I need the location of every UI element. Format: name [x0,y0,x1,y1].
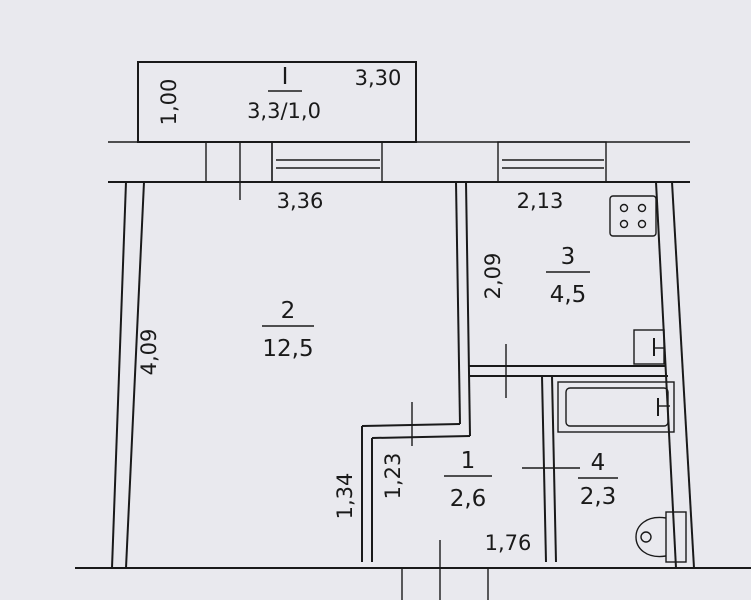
left-wall-outer [111,181,127,569]
living-hall-wall-a [361,423,461,427]
hall-number: 1 [461,448,476,474]
balcony-number: I [282,64,289,90]
hall-length: 1,23 [381,453,405,500]
bathroom-area: 2,3 [580,484,617,510]
living-width: 3,36 [277,189,324,213]
bath-left-wall-a [541,375,547,563]
windows [205,141,607,200]
bath-left-wall-b [551,375,557,563]
kitchen-length: 2,09 [481,253,505,300]
living-kitchen-wall-a [455,181,461,425]
living-area: 12,5 [262,336,313,362]
partitions [361,181,668,600]
kitchen-sink-icon [633,329,665,365]
kitchen-number: 3 [561,244,576,270]
living-window [271,141,383,183]
right-wall-outer [671,181,695,569]
stove-icon [609,195,657,237]
kitchen-window [497,141,607,183]
living-length: 4,09 [137,329,161,376]
left-wall-inner [125,181,145,569]
bathtub-icon [557,381,675,433]
balcony-door [205,141,273,183]
hall-area: 2,6 [450,486,487,512]
living-number: 2 [281,298,296,324]
living-hall-wall-b [371,435,471,439]
hall-width: 1,76 [485,531,532,555]
labels: I 3,3/1,0 3,30 1,00 3,36 4,09 2 12,5 2,1… [137,64,618,555]
living-kitchen-wall-b [465,181,471,437]
bathroom-number: 4 [591,450,606,476]
kitchen-area: 4,5 [550,282,587,308]
balcony-area: 3,3/1,0 [247,99,321,123]
balcony-width: 3,30 [355,66,402,90]
hall-side: 1,34 [333,473,357,520]
toilet-icon [635,511,687,563]
fixtures [557,195,687,563]
balcony-depth: 1,00 [157,79,181,126]
exterior-walls [75,141,751,569]
kitchen-width: 2,13 [517,189,564,213]
